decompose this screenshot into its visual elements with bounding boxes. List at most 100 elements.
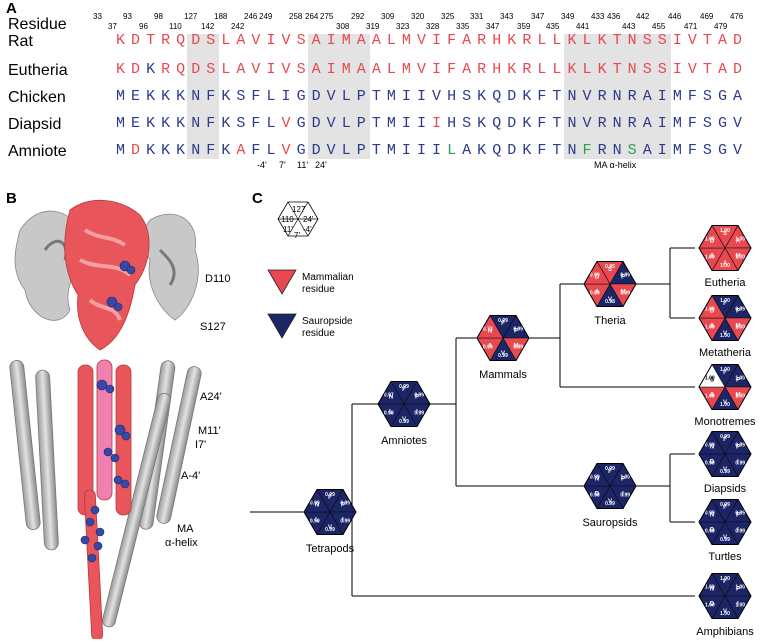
residue-number: 37	[108, 22, 117, 31]
residue-letter: F	[537, 115, 547, 132]
residue-letter: S	[462, 88, 472, 105]
hexagon-outline	[583, 462, 637, 510]
residue-letter: L	[341, 142, 351, 159]
hexagon-probability: 0.99	[414, 393, 424, 399]
residue-number: 242	[231, 22, 245, 31]
residue-letter: K	[477, 88, 487, 105]
residue-letter: D	[507, 88, 517, 105]
residue-letter: R	[627, 88, 637, 105]
hexagon-probability: 1.00	[705, 254, 715, 260]
residue-letter: I	[401, 142, 411, 159]
hexagon-residue: N	[710, 586, 714, 592]
hexagon-probability: 1.00	[705, 237, 715, 243]
node-label-metatheria: Metatheria	[699, 347, 752, 359]
residue-letter: F	[687, 142, 697, 159]
residue-letter: T	[552, 142, 562, 159]
hexagon-probability: 0.99	[590, 492, 600, 498]
hexagon-probability: 1.00	[705, 585, 715, 591]
residue-letter: I	[432, 115, 442, 132]
residue-letter: K	[115, 32, 125, 49]
residue-letter: K	[146, 115, 156, 132]
hexagon-probability: 0.99	[720, 434, 730, 440]
residue-letter: T	[702, 32, 712, 49]
hexagon-probability: 1.00	[720, 402, 730, 408]
residue-letter: F	[687, 88, 697, 105]
residue-letter: K	[146, 142, 156, 159]
residue-letter: I	[672, 61, 682, 78]
hexagon-probability: 1.00	[705, 602, 715, 608]
residue-number: 433	[591, 12, 605, 21]
hexagon-residue: A	[488, 344, 493, 350]
residue-letter: M	[386, 88, 396, 105]
row-label: Amniote	[8, 143, 67, 160]
hexagon-probability: 1.00	[720, 576, 730, 582]
hexagon-residue: V	[402, 417, 406, 423]
residue-letter: F	[251, 88, 261, 105]
residue-number: 328	[426, 22, 440, 31]
hexagon-residue: P	[736, 444, 740, 450]
residue-letter: I	[416, 88, 426, 105]
residue-number: 308	[336, 22, 350, 31]
residue-number: 335	[456, 22, 470, 31]
residue-number: 127	[184, 12, 198, 21]
residue-letter: I	[416, 142, 426, 159]
hexagon-residue: D	[595, 274, 600, 280]
residue-number: 469	[700, 12, 714, 21]
hexagon-probability: 1.00	[720, 333, 730, 339]
hexagon-probability: 0.99	[605, 466, 615, 472]
residue-letter: G	[296, 115, 306, 132]
hexagon-probability: 0.99	[399, 384, 409, 390]
hexagon-probability: 1.00	[720, 298, 730, 304]
hexagon-residue: M	[736, 254, 741, 260]
key-110: 110	[281, 215, 294, 224]
residue-number: 442	[636, 12, 650, 21]
residue-letter: D	[507, 115, 517, 132]
residue-letter: S	[657, 61, 667, 78]
residue-letter: I	[326, 32, 336, 49]
residue-letter: N	[612, 142, 622, 159]
hexagon-residue: L	[315, 518, 319, 524]
residue-letter: A	[311, 61, 321, 78]
residue-letter: R	[597, 115, 607, 132]
residue-letter: Q	[176, 32, 186, 49]
residue-letter: L	[582, 32, 592, 49]
residue-letter: I	[432, 32, 442, 49]
hexagon-residue: M	[621, 290, 626, 296]
residue-letter: K	[477, 142, 487, 159]
residue-letter: V	[733, 115, 743, 132]
residue-letter: V	[326, 115, 336, 132]
residue-header: Residue	[8, 16, 67, 33]
site-label-11: 11'	[297, 160, 309, 170]
residue-letter: T	[371, 142, 381, 159]
residue-letter: F	[206, 88, 216, 105]
residue-letter: T	[612, 61, 622, 78]
hexagon-probability: 1.00	[735, 585, 745, 591]
residue-letter: V	[326, 142, 336, 159]
residue-letter: K	[176, 88, 186, 105]
hexagon-probability: 0.99	[620, 492, 630, 498]
row-label: Eutheria	[8, 62, 68, 79]
hexagon-outline	[698, 430, 752, 478]
residue-letter: A	[462, 32, 472, 49]
legend-mammal-line2: residue	[302, 284, 335, 295]
residue-letter: Q	[492, 115, 502, 132]
residue-letter: F	[537, 142, 547, 159]
residue-letter: R	[161, 32, 171, 49]
residue-letter: I	[266, 61, 276, 78]
hexagon-outline	[583, 260, 637, 308]
residue-letter: K	[522, 88, 532, 105]
residue-letter: Q	[492, 142, 502, 159]
residue-letter: N	[567, 142, 577, 159]
residue-letter: M	[401, 61, 411, 78]
hexagon-residue: A	[710, 324, 715, 330]
residue-letter: A	[356, 61, 366, 78]
site-label-m4: -4'	[257, 160, 267, 170]
hexagon-probability: 0.99	[720, 469, 730, 475]
hexagon-probability: 1.00	[735, 393, 745, 399]
hexagon-outline	[476, 314, 530, 362]
label-a-4: A-4'	[181, 470, 201, 482]
hexagon-residue: V	[608, 297, 612, 303]
